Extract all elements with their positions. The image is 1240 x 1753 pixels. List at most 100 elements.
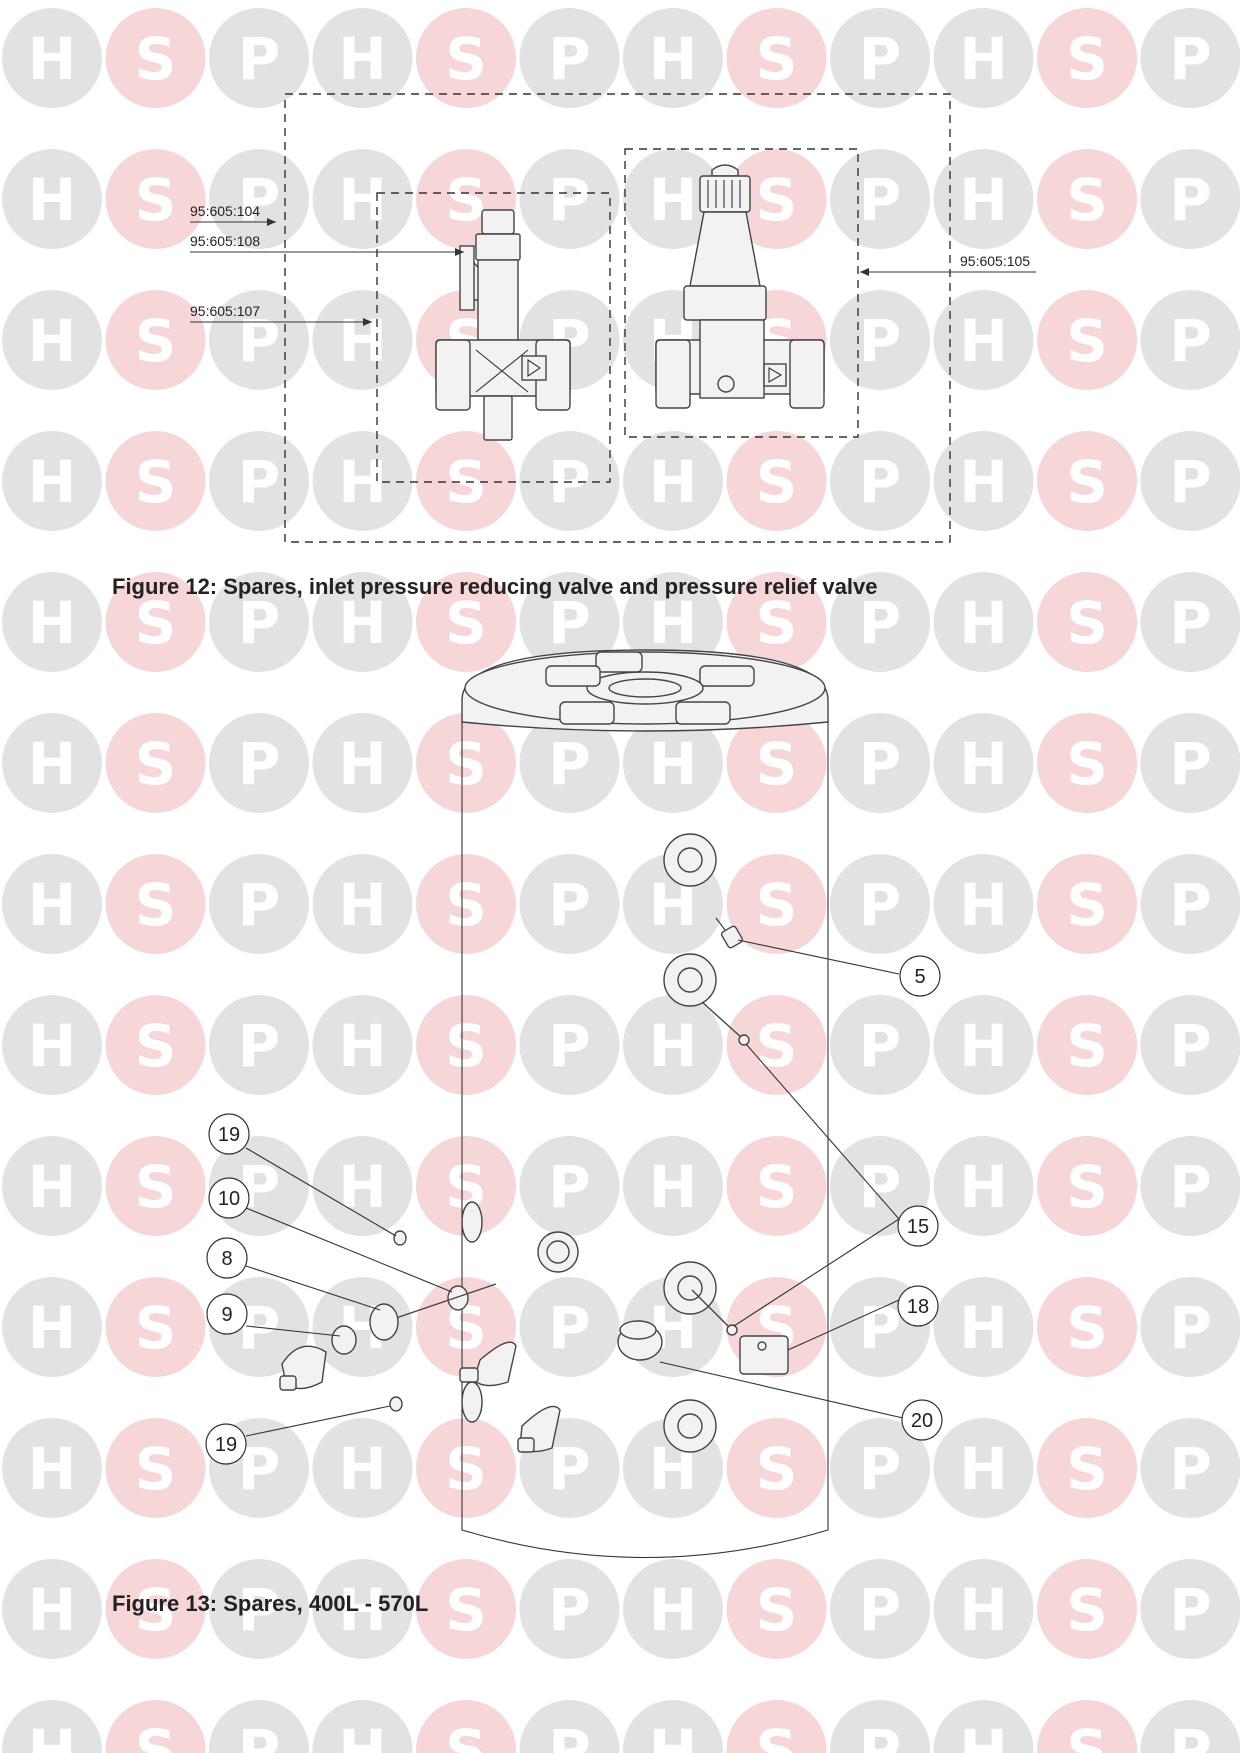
- watermark-disc: [623, 713, 723, 813]
- watermark-disc: [209, 713, 309, 813]
- watermark-letter: P: [1169, 1435, 1212, 1503]
- watermark-disc: [933, 290, 1034, 390]
- watermark-disc: [519, 572, 620, 672]
- watermark-letter: S: [1066, 166, 1108, 234]
- watermark-letter: S: [445, 25, 487, 93]
- watermark-letter: P: [859, 1717, 902, 1753]
- watermark-disc: [519, 995, 620, 1095]
- watermark-disc: [209, 431, 309, 531]
- watermark-letter: P: [548, 166, 591, 234]
- watermark-disc: [312, 431, 413, 531]
- watermark-disc: [105, 713, 206, 813]
- watermark-letter: H: [959, 1717, 1008, 1753]
- watermark-letter: S: [1066, 1576, 1108, 1644]
- watermark-disc: [416, 1136, 516, 1236]
- watermark-disc: [312, 1136, 413, 1236]
- watermark-disc: [312, 8, 413, 108]
- watermark-disc: [105, 1559, 206, 1659]
- watermark-letter: H: [959, 589, 1008, 657]
- watermark-disc: [1037, 854, 1137, 954]
- watermark-letter: P: [548, 1012, 591, 1080]
- watermark-disc: [1037, 572, 1137, 672]
- watermark-letter: P: [1169, 307, 1212, 375]
- part-20-element-cap: [617, 1320, 663, 1361]
- watermark-disc: [830, 149, 930, 249]
- watermark-letter: P: [238, 730, 281, 798]
- watermark-disc: [1140, 713, 1240, 813]
- watermark-disc: [623, 8, 723, 108]
- watermark-disc: [2, 8, 102, 108]
- watermark-letter: S: [756, 1435, 798, 1503]
- svg-text:19: 19: [215, 1434, 237, 1456]
- part-9-thermostat: [331, 1325, 357, 1355]
- callout-19-upper: 19: [208, 1113, 250, 1155]
- watermark-disc: [2, 1700, 102, 1753]
- watermark-disc: [933, 431, 1034, 531]
- part-10-gasket: [447, 1285, 469, 1311]
- watermark-disc: [312, 1559, 413, 1659]
- watermark-disc: [519, 1700, 620, 1753]
- watermark-letter: S: [445, 1012, 487, 1080]
- boss-bottom: [663, 1399, 717, 1453]
- watermark-disc: [726, 1136, 827, 1236]
- watermark-disc: [933, 1277, 1034, 1377]
- watermark-disc: [1140, 149, 1240, 249]
- watermark-letter: S: [756, 1717, 798, 1753]
- watermark-letter: S: [135, 1012, 177, 1080]
- watermark-disc: [105, 572, 206, 672]
- watermark-letter: P: [859, 166, 902, 234]
- watermark-letter: H: [28, 1153, 77, 1221]
- watermark-letter: P: [238, 448, 281, 516]
- watermark-letter: H: [649, 589, 698, 657]
- callout-9: 9: [206, 1293, 248, 1335]
- watermark-letter: H: [338, 1435, 387, 1503]
- watermark-letter: S: [1066, 1294, 1108, 1362]
- watermark-disc: [2, 1418, 102, 1518]
- watermark-letter: S: [1066, 1153, 1108, 1221]
- watermark-letter: S: [1066, 448, 1108, 516]
- watermark-disc: [623, 431, 723, 531]
- watermark-disc: [1140, 1700, 1240, 1753]
- watermark-letter: P: [859, 589, 902, 657]
- watermark-letter: H: [28, 871, 77, 939]
- watermark-disc: [519, 149, 620, 249]
- watermark-letter: H: [28, 589, 77, 657]
- watermark-letter: S: [1066, 1717, 1108, 1753]
- watermark-disc: [312, 713, 413, 813]
- watermark-letter: H: [28, 166, 77, 234]
- watermark-disc: [416, 8, 516, 108]
- watermark-disc: [830, 1559, 930, 1659]
- watermark-disc: [209, 572, 309, 672]
- watermark-disc: [1037, 1559, 1137, 1659]
- kit-outer-boundary: [284, 93, 951, 543]
- watermark-disc: [105, 1136, 206, 1236]
- watermark-letter: H: [338, 589, 387, 657]
- watermark-disc: [519, 713, 620, 813]
- callout-15: 15: [897, 1205, 939, 1247]
- pressure-reducing-valve: [655, 164, 825, 409]
- watermark-letter: S: [756, 730, 798, 798]
- watermark-letter: S: [135, 25, 177, 93]
- watermark-letter: S: [1066, 307, 1108, 375]
- watermark-disc: [1037, 1136, 1137, 1236]
- watermark-letter: S: [135, 307, 177, 375]
- watermark-letter: H: [959, 730, 1008, 798]
- watermark-letter: P: [548, 1153, 591, 1221]
- watermark-letter: S: [445, 1576, 487, 1644]
- watermark-disc: [416, 995, 516, 1095]
- watermark-disc: [416, 713, 516, 813]
- watermark-letter: H: [338, 1012, 387, 1080]
- watermark-disc: [933, 1136, 1034, 1236]
- watermark-letter: S: [445, 730, 487, 798]
- watermark-letter: S: [756, 589, 798, 657]
- watermark-letter: P: [548, 589, 591, 657]
- part-15-sensor-probe-lower: [691, 1289, 738, 1336]
- watermark-disc: [933, 572, 1034, 672]
- watermark-letter: H: [959, 871, 1008, 939]
- watermark-letter: S: [135, 1153, 177, 1221]
- watermark-disc: [105, 1418, 206, 1518]
- watermark-disc: [105, 854, 206, 954]
- watermark-letter: P: [1169, 871, 1212, 939]
- watermark-letter: P: [1169, 1012, 1212, 1080]
- watermark-disc: [830, 572, 930, 672]
